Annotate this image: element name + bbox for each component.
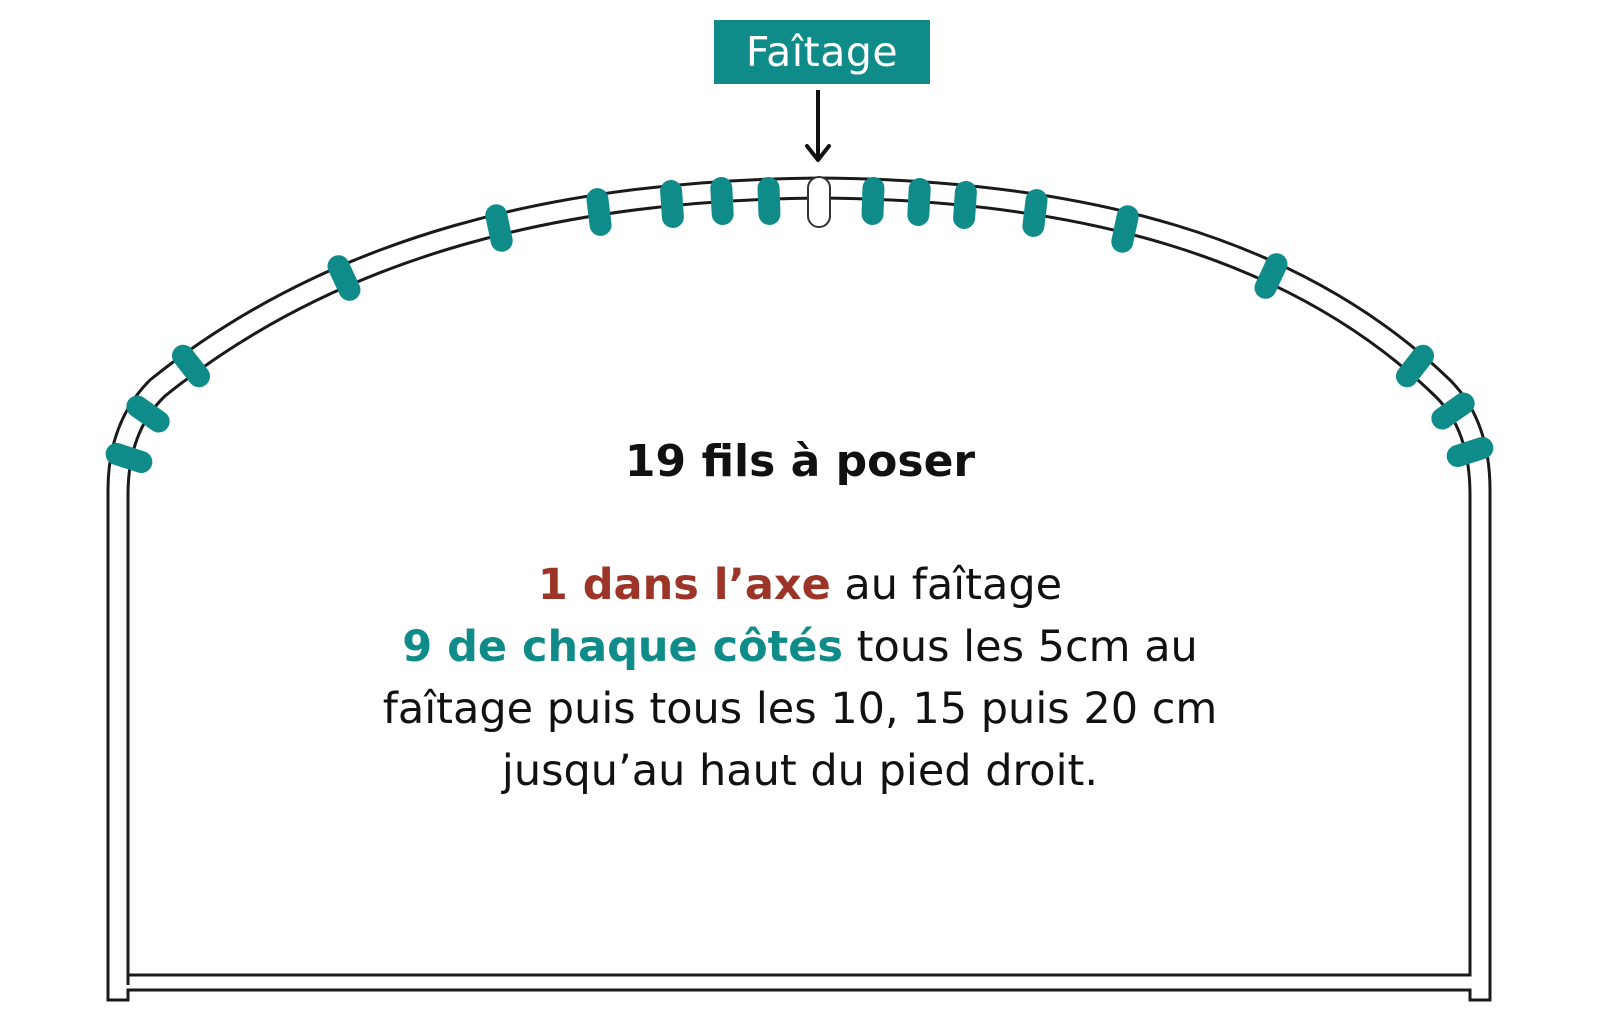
wire-left-9 [105,442,153,474]
wire-left-2 [710,177,734,225]
ridge-label-box [714,20,930,84]
wire-left-8 [126,395,170,433]
wire-center [807,176,831,228]
wire-right-7 [1395,344,1435,388]
wire-right-1 [861,177,885,225]
arrow-down-icon [805,90,831,162]
side-wires-emphasis: 9 de chaque côtés [402,622,843,672]
wire-count-title: 19 fils à poser [624,436,976,487]
wires-left [105,177,781,474]
wire-right-3 [953,181,977,229]
base-bar [128,973,1470,992]
wire-right-6 [1254,253,1288,299]
instruction-line-2: 9 de chaque côtés tous les 5cm au [300,616,1300,678]
center-wire-emphasis: 1 dans l’axe [537,560,831,610]
wire-right-4 [1022,189,1048,237]
instruction-line-3: faîtage puis tous les 10, 15 puis 20 cm [382,684,1218,734]
center-wire-text: au faîtage [830,560,1063,610]
instruction-line-1: 1 dans l’axe au faîtage [300,554,1300,616]
wire-right-8 [1431,392,1475,430]
side-wires-text: tous les 5cm au [843,622,1198,672]
wire-left-7 [171,344,211,388]
wire-right-9 [1446,436,1494,468]
wires-right [861,177,1494,468]
wire-instructions: 1 dans l’axe au faîtage 9 de chaque côté… [300,554,1300,802]
wire-left-4 [586,188,612,236]
wire-left-1 [757,177,781,225]
wire-right-2 [907,178,931,226]
instruction-line-4: jusqu’au haut du pied droit. [501,746,1099,796]
wire-left-6 [327,255,361,301]
wire-left-3 [660,180,684,228]
wire-right-5 [1111,205,1139,253]
wire-left-5 [485,204,513,252]
ridge-label: Faîtage [745,28,899,76]
